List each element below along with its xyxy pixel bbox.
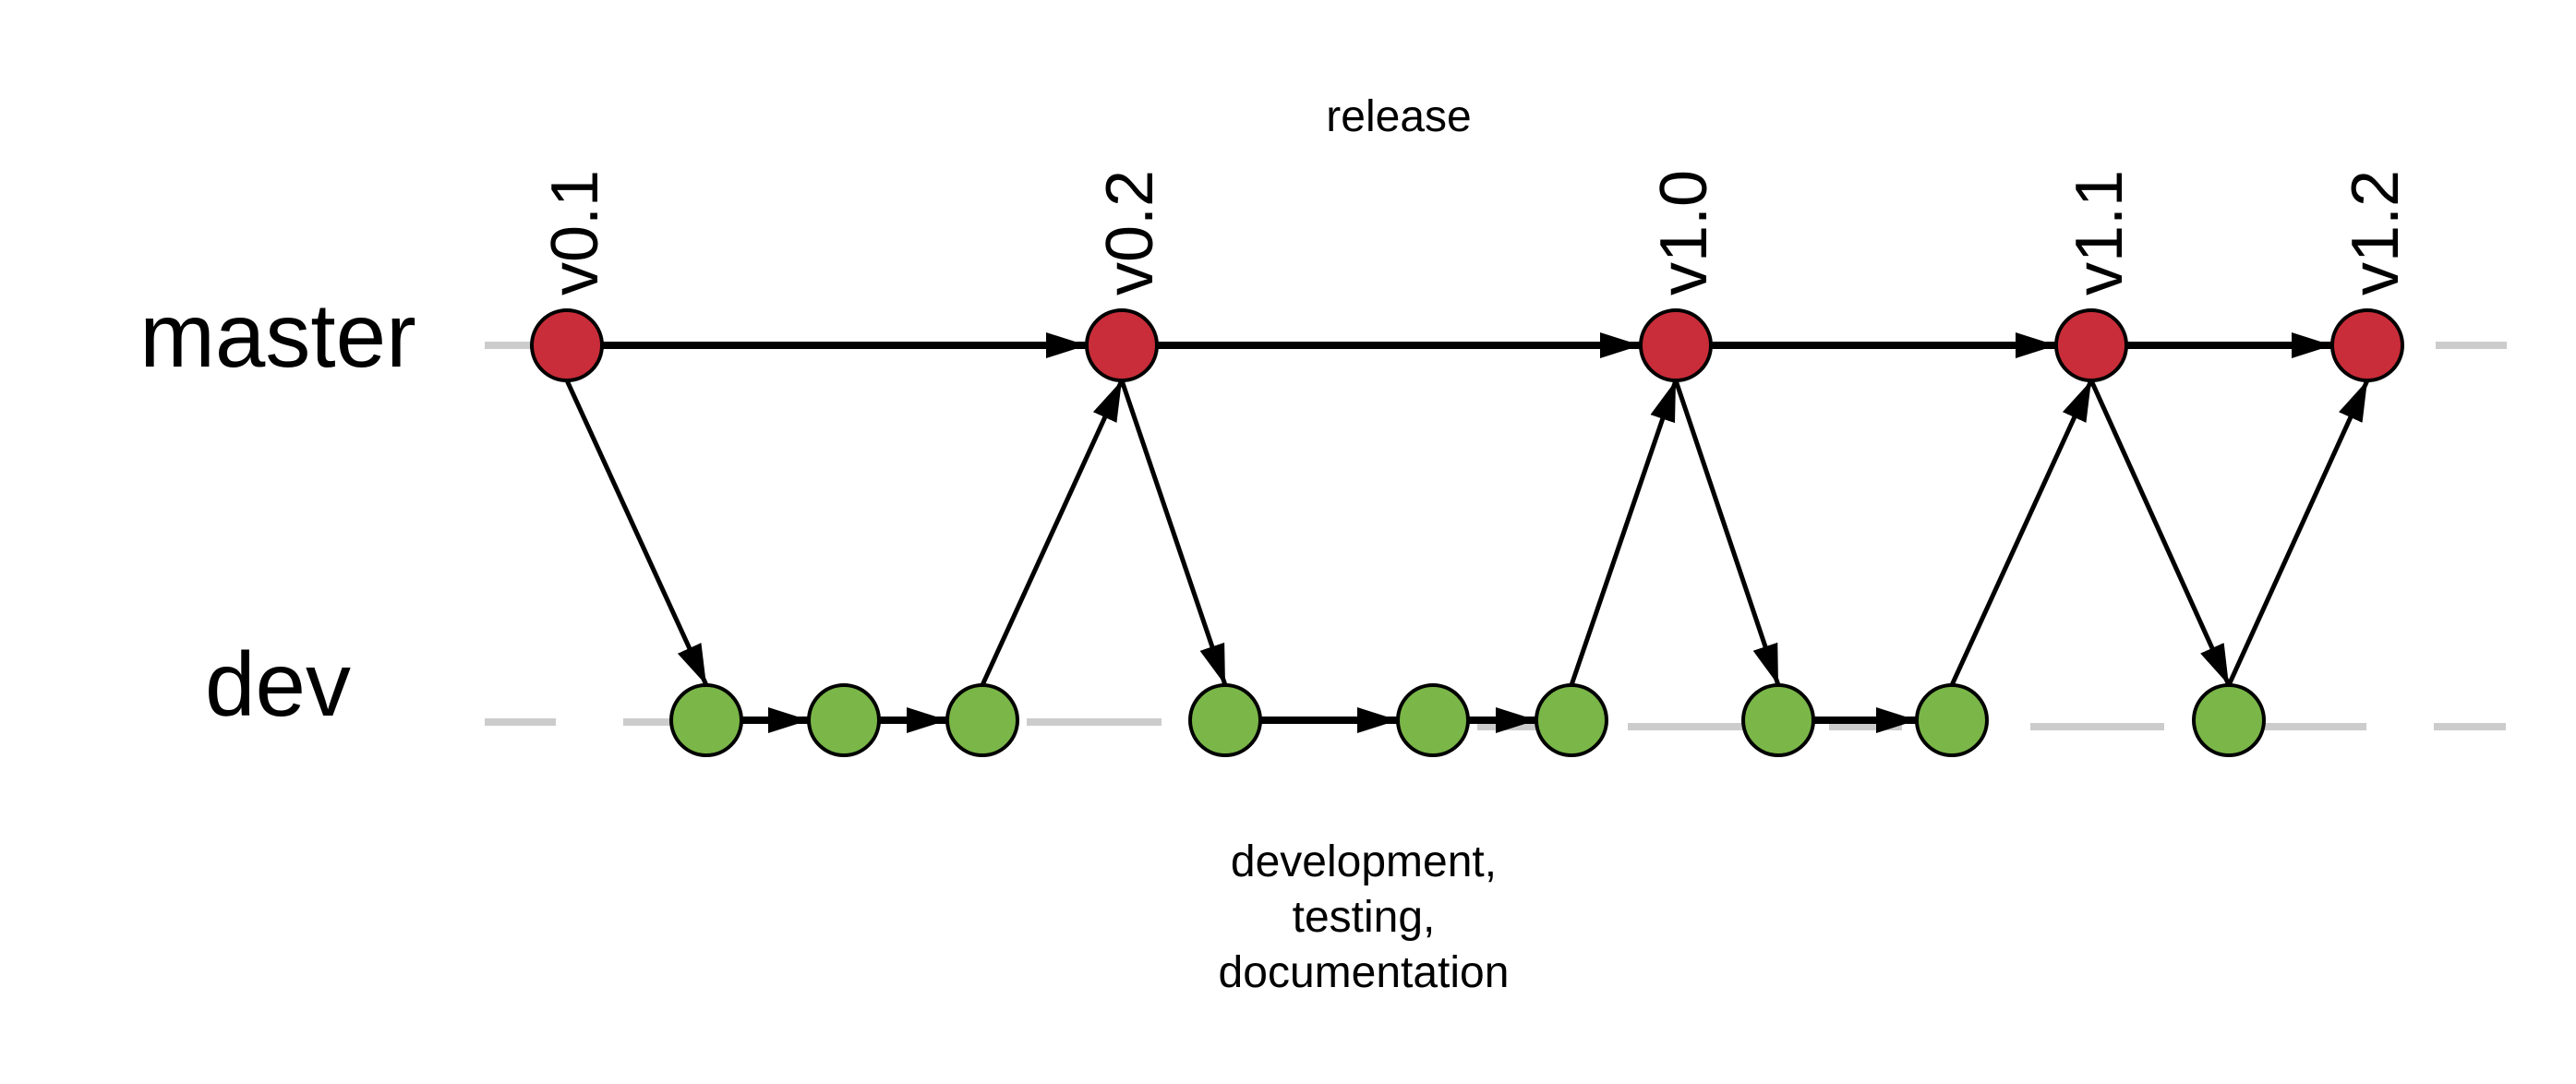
edge-d6-to-m3 <box>1569 379 1679 686</box>
edge-d9-to-m5 <box>2226 379 2370 687</box>
release-commit-m4[interactable] <box>2054 308 2128 382</box>
dev-annotation-line-3: documentation <box>1219 948 1510 997</box>
dev-commit-d8[interactable] <box>1915 683 1989 757</box>
branch-label-master: master <box>139 284 416 386</box>
edge-m1-to-d1 <box>564 379 709 687</box>
version-tags: v0.1 v0.2 v1.0 v1.1 v1.2 <box>538 170 2413 295</box>
version-tag-v0-2: v0.2 <box>1093 170 1167 295</box>
dev-commit-d6[interactable] <box>1535 683 1608 757</box>
dev-commit-d4[interactable] <box>1188 683 1262 757</box>
branch-tracks <box>485 342 2507 730</box>
edge-m2-to-d4 <box>1119 379 1228 686</box>
dev-commit-d9[interactable] <box>2192 683 2266 757</box>
commit-nodes <box>530 308 2404 757</box>
edge-d8-to-m4 <box>1949 379 2094 687</box>
dev-commit-d7[interactable] <box>1741 683 1815 757</box>
dev-commit-d3[interactable] <box>945 683 1019 757</box>
dev-commit-d2[interactable] <box>807 683 881 757</box>
release-commit-m5[interactable] <box>2330 308 2404 382</box>
branch-label-dev: dev <box>205 633 351 735</box>
commit-edges <box>564 332 2370 733</box>
dev-annotation-line-1: development, <box>1231 837 1497 886</box>
edge-d3-to-m2 <box>980 379 1125 687</box>
dev-commit-d5[interactable] <box>1396 683 1470 757</box>
dev-commit-d1[interactable] <box>669 683 743 757</box>
dev-annotation-line-2: testing, <box>1293 893 1436 942</box>
release-commit-m1[interactable] <box>530 308 604 382</box>
edge-m3-to-d7 <box>1673 379 1781 686</box>
edge-m4-to-d9 <box>2088 379 2232 687</box>
version-tag-v0-1: v0.1 <box>538 170 612 295</box>
release-annotation: release <box>1326 92 1471 141</box>
version-tag-v1-0: v1.0 <box>1647 170 1721 295</box>
version-tag-v1-2: v1.2 <box>2339 170 2413 295</box>
version-tag-v1-1: v1.1 <box>2063 170 2137 295</box>
release-commit-m3[interactable] <box>1639 308 1713 382</box>
release-commit-m2[interactable] <box>1085 308 1159 382</box>
